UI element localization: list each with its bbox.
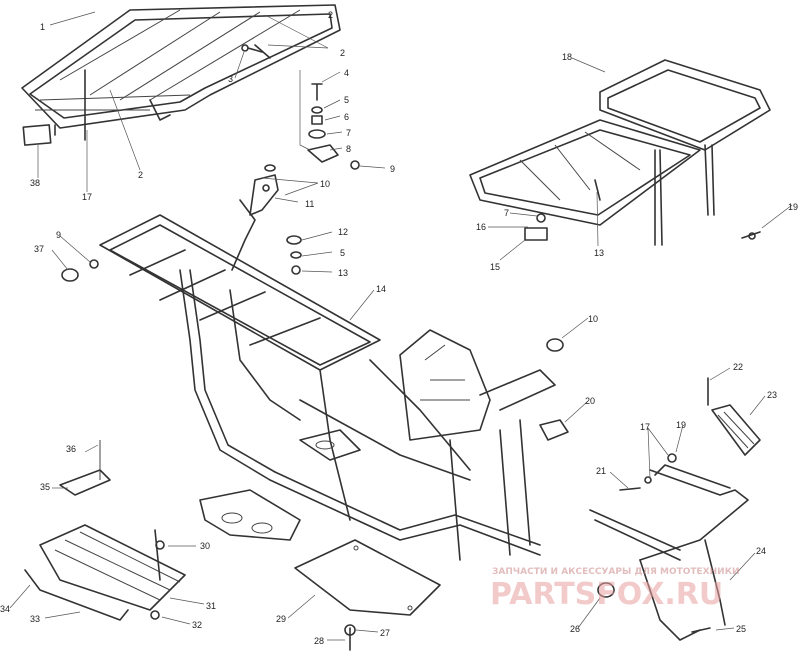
callout-25: 25 — [736, 624, 746, 634]
mount-stack — [299, 70, 360, 170]
callout-14: 14 — [376, 284, 386, 294]
callout-9: 9 — [390, 164, 395, 174]
callout-17: 17 — [82, 192, 92, 202]
callout-15: 15 — [490, 262, 500, 272]
callout-28: 28 — [314, 636, 324, 646]
callout-22: 22 — [733, 362, 743, 372]
callout-26: 26 — [570, 624, 580, 634]
callout-19: 19 — [676, 420, 686, 430]
rear-rack-bolt — [741, 231, 761, 240]
main-frame — [99, 199, 556, 561]
callout-38: 38 — [30, 178, 40, 188]
bumper-37 — [61, 259, 99, 282]
callout-13: 13 — [338, 268, 348, 278]
callout-30: 30 — [200, 541, 210, 551]
callout-34: 34 — [0, 604, 10, 614]
callout-19: 19 — [788, 202, 798, 212]
bracket-11 — [249, 164, 279, 216]
rear-bumper-24 — [589, 453, 749, 641]
callout-1: 1 — [40, 22, 45, 32]
callout-36: 36 — [66, 444, 76, 454]
callout-13: 13 — [594, 248, 604, 258]
footpeg-23 — [707, 377, 761, 456]
watermark-brand: PARTSFOX.RU — [490, 577, 723, 612]
callout-27: 27 — [380, 628, 390, 638]
callout-35: 35 — [40, 482, 50, 492]
fastener-27-28 — [344, 624, 356, 651]
skid-plate-29 — [294, 539, 441, 616]
callout-7: 7 — [346, 128, 351, 138]
callout-2: 2 — [340, 48, 345, 58]
callout-21: 21 — [596, 466, 606, 476]
callout-2: 2 — [138, 170, 143, 180]
watermark-tagline: ЗАПЧАСТИ И АКСЕССУАРЫ ДЛЯ МОТОТЕХНИКИ — [492, 567, 740, 577]
leader-lines — [9, 11, 793, 641]
footrest-31 — [24, 440, 186, 621]
callout-23: 23 — [767, 390, 777, 400]
rear-rack — [469, 59, 771, 246]
callout-37: 37 — [34, 244, 44, 254]
callout-2: 2 — [328, 10, 333, 20]
callout-10: 10 — [588, 314, 598, 324]
callout-3: 3 — [228, 74, 233, 84]
callout-24: 24 — [756, 546, 766, 556]
callout-5: 5 — [344, 95, 349, 105]
mount-stack-2 — [286, 235, 302, 275]
rack-mount-hardware — [241, 44, 271, 59]
callout-7: 7 — [504, 208, 509, 218]
callout-12: 12 — [338, 227, 348, 237]
callout-31: 31 — [206, 601, 216, 611]
callout-32: 32 — [192, 620, 202, 630]
callout-33: 33 — [30, 614, 40, 624]
block-20 — [539, 419, 569, 441]
cap-10 — [546, 338, 564, 352]
callout-10: 10 — [320, 179, 330, 189]
callout-11: 11 — [305, 199, 314, 209]
callout-9: 9 — [56, 230, 61, 240]
watermark: ЗАПЧАСТИ И АКСЕССУАРЫ ДЛЯ МОТОТЕХНИКИ PA… — [490, 567, 740, 612]
callout-16: 16 — [476, 222, 486, 232]
callout-18: 18 — [562, 52, 572, 62]
callout-8: 8 — [346, 144, 351, 154]
callout-20: 20 — [585, 396, 595, 406]
callout-29: 29 — [276, 614, 286, 624]
callout-labels: 1 2 2 3 4 5 6 7 8 9 10 11 12 5 13 14 9 3… — [0, 10, 798, 646]
front-rack — [21, 4, 341, 146]
callout-6: 6 — [344, 112, 349, 122]
callout-4: 4 — [344, 68, 349, 78]
callout-5: 5 — [340, 248, 345, 258]
callout-17: 17 — [640, 422, 650, 432]
